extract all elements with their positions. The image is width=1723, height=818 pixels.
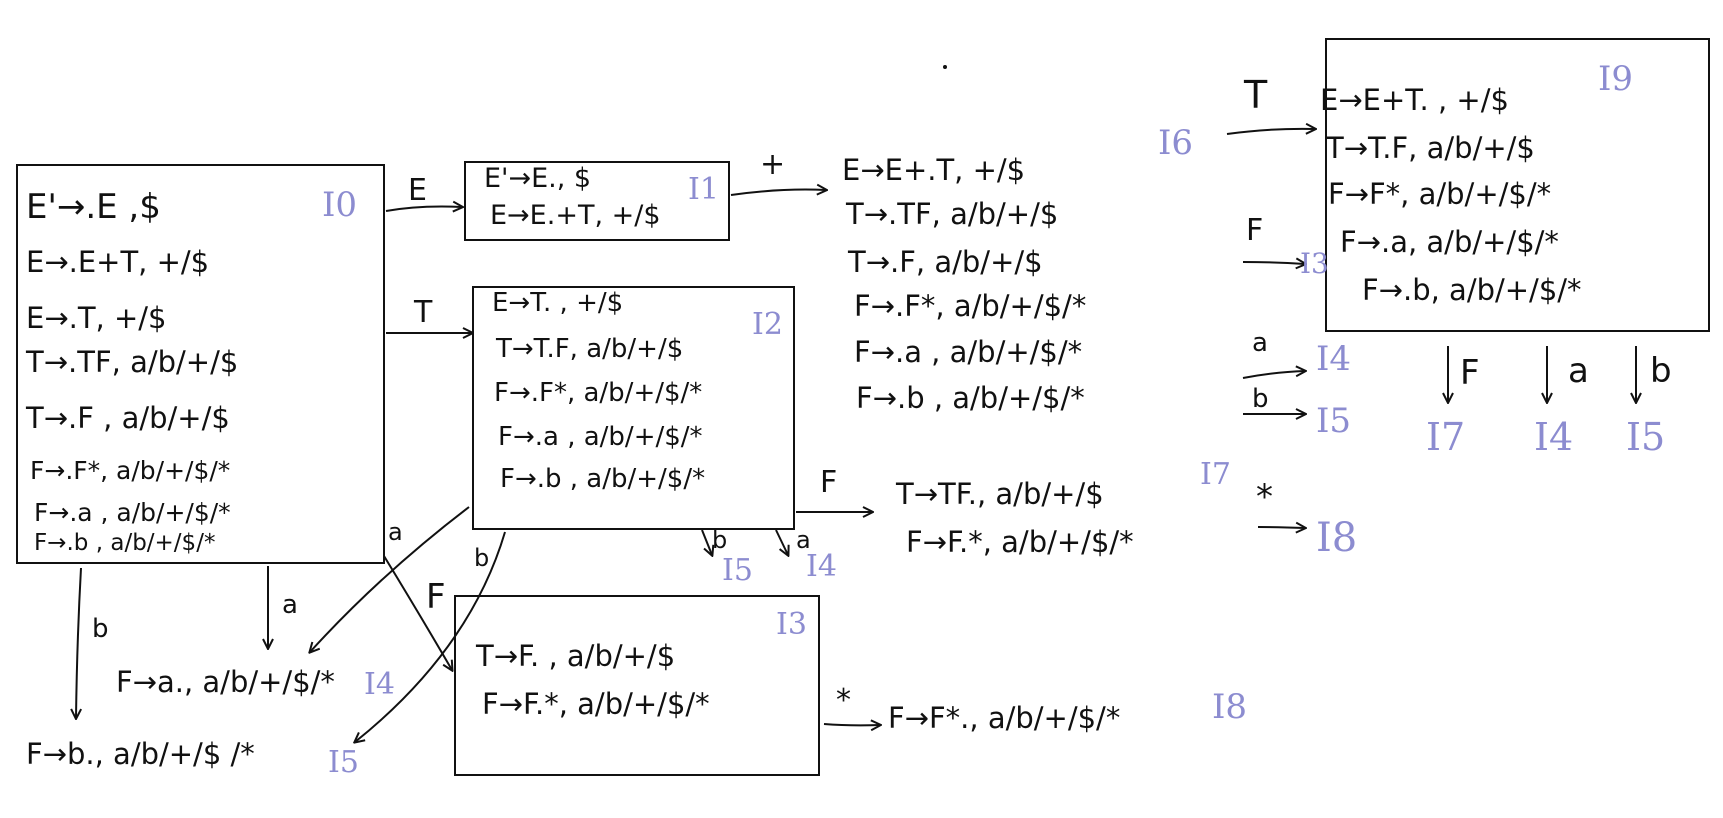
state-label-I8: I8 bbox=[1212, 687, 1248, 727]
item-I6-5: F→.b , a/b/+/$/* bbox=[856, 381, 1085, 415]
symbol-I7-I8: * bbox=[1256, 477, 1273, 517]
symbol-I6-I5: b bbox=[1252, 384, 1269, 414]
arrow-I1-I6 bbox=[730, 190, 826, 196]
item-I9-1: T→T.F, a/b/+/$ bbox=[1326, 131, 1535, 165]
item-I2-0: E→T. , +/$ bbox=[492, 288, 624, 318]
item-I0-3: T→.TF, a/b/+/$ bbox=[26, 345, 239, 379]
state-label-I9: I9 bbox=[1598, 59, 1634, 99]
state-box-I0 bbox=[16, 164, 385, 564]
state-label-I2: I2 bbox=[752, 307, 783, 342]
symbol-I2-I5: b bbox=[474, 544, 490, 572]
symbol-I3-I8: * bbox=[836, 683, 851, 718]
symbol-I0-I5: b bbox=[92, 614, 109, 644]
symbol-I1-I6: + bbox=[760, 147, 786, 182]
item-I7-0: T→TF., a/b/+/$ bbox=[896, 477, 1104, 511]
item-I8-0: F→F*., a/b/+/$/* bbox=[888, 701, 1121, 735]
item-I2-3: F→.a , a/b/+/$/* bbox=[498, 422, 703, 452]
item-I6-1: T→.TF, a/b/+/$ bbox=[846, 197, 1059, 231]
item-I0-4: T→.F , a/b/+/$ bbox=[26, 401, 230, 435]
symbol-I9-I4: a bbox=[1568, 351, 1589, 391]
item-I3-0: T→F. , a/b/+/$ bbox=[476, 639, 676, 673]
state-box-I1 bbox=[464, 161, 730, 241]
target-label-I9-F: I7 bbox=[1426, 415, 1466, 459]
target-label-I2-b: I5 bbox=[722, 553, 753, 588]
item-I6-4: F→.a , a/b/+/$/* bbox=[854, 335, 1083, 369]
item-I6-0: E→E+.T, +/$ bbox=[842, 153, 1026, 187]
arrow-I6-I9 bbox=[1226, 129, 1315, 135]
target-label-I7-star: I8 bbox=[1316, 515, 1358, 561]
item-I7-1: F→F.*, a/b/+/$/* bbox=[906, 525, 1134, 559]
item-I0-7: F→.b , a/b/+/$/* bbox=[34, 530, 216, 556]
item-I6-2: T→.F, a/b/+/$ bbox=[848, 245, 1043, 279]
item-I9-2: F→F*, a/b/+/$/* bbox=[1328, 177, 1552, 211]
symbol-I0-I1: E bbox=[408, 173, 427, 208]
state-box-I2 bbox=[472, 286, 795, 530]
state-box-I9 bbox=[1325, 38, 1710, 332]
arrow-I6-I4 bbox=[1242, 371, 1305, 379]
arrow-I3-I8 bbox=[823, 724, 880, 725]
arrow-I2-b-small bbox=[701, 529, 712, 555]
target-label-I6-a: I4 bbox=[1316, 339, 1352, 379]
item-I0-2: E→.T, +/$ bbox=[26, 301, 167, 335]
state-label-I6: I6 bbox=[1158, 123, 1194, 163]
symbol-I2-a-small: a bbox=[796, 526, 811, 554]
item-I2-2: F→.F*, a/b/+/$/* bbox=[494, 378, 703, 408]
symbol-I0-I2: T bbox=[414, 295, 433, 330]
item-I0-1: E→.E+T, +/$ bbox=[26, 245, 210, 279]
item-I0-6: F→.a , a/b/+/$/* bbox=[34, 498, 231, 527]
item-I6-3: F→.F*, a/b/+/$/* bbox=[854, 289, 1087, 323]
symbol-I9-I5: b bbox=[1650, 351, 1672, 391]
symbol-I2-b-small: b bbox=[712, 526, 728, 554]
item-I4-0: F→a., a/b/+/$/* bbox=[116, 665, 335, 699]
arrow-I2-a-small bbox=[775, 529, 788, 555]
item-I3-1: F→F.*, a/b/+/$/* bbox=[482, 687, 710, 721]
target-label-I6-b: I5 bbox=[1316, 401, 1352, 441]
arrow-I7-I8 bbox=[1257, 527, 1305, 528]
item-I5-0: F→b., a/b/+/$ /* bbox=[26, 737, 255, 771]
arrow-I2-I5 bbox=[355, 531, 506, 742]
item-I1-0: E'→E., $ bbox=[484, 163, 592, 194]
symbol-I6-I4: a bbox=[1252, 328, 1268, 358]
state-label-I3: I3 bbox=[776, 607, 807, 642]
item-I2-4: F→.b , a/b/+/$/* bbox=[500, 464, 706, 494]
state-label-I0: I0 bbox=[322, 185, 358, 225]
arrow-I0-I3 bbox=[383, 555, 452, 670]
arrow-I2-I4 bbox=[310, 506, 470, 652]
item-I1-1: E→E.+T, +/$ bbox=[490, 200, 661, 231]
item-I9-0: E→E+T. , +/$ bbox=[1320, 83, 1509, 117]
arrow-I6-I3 bbox=[1242, 262, 1305, 264]
item-I9-3: F→.a, a/b/+/$/* bbox=[1340, 225, 1559, 259]
state-box-I3 bbox=[454, 595, 820, 776]
symbol-I6-I3: F bbox=[1246, 213, 1264, 248]
state-label-I4: I4 bbox=[364, 667, 395, 702]
symbol-I6-I9: T bbox=[1244, 73, 1268, 117]
symbol-I2-I7: F bbox=[820, 465, 838, 500]
item-I2-1: T→T.F, a/b/+/$ bbox=[496, 334, 684, 364]
state-label-I7: I7 bbox=[1200, 457, 1231, 492]
item-I0-0: E'→.E ,$ bbox=[26, 187, 161, 227]
symbol-I0-I4-from-I2: a bbox=[388, 518, 403, 546]
arrow-I0-I1 bbox=[385, 207, 462, 212]
target-label-I2-a: I4 bbox=[806, 549, 837, 584]
state-label-I1: I1 bbox=[688, 172, 719, 207]
state-label-I5: I5 bbox=[328, 745, 359, 780]
target-label-I9-b: I5 bbox=[1626, 415, 1666, 459]
target-label-I6-F: I3 bbox=[1300, 247, 1329, 280]
symbol-I9-I7: F bbox=[1460, 353, 1480, 393]
target-label-I9-a: I4 bbox=[1534, 415, 1574, 459]
item-I9-4: F→.b, a/b/+/$/* bbox=[1362, 273, 1582, 307]
symbol-I0-I4: a bbox=[282, 590, 298, 620]
arrow-I0-I5 bbox=[76, 567, 81, 718]
symbol-I0-I3: F bbox=[426, 577, 446, 617]
item-I0-5: F→.F*, a/b/+/$/* bbox=[30, 456, 231, 485]
stray-dot bbox=[943, 65, 947, 69]
